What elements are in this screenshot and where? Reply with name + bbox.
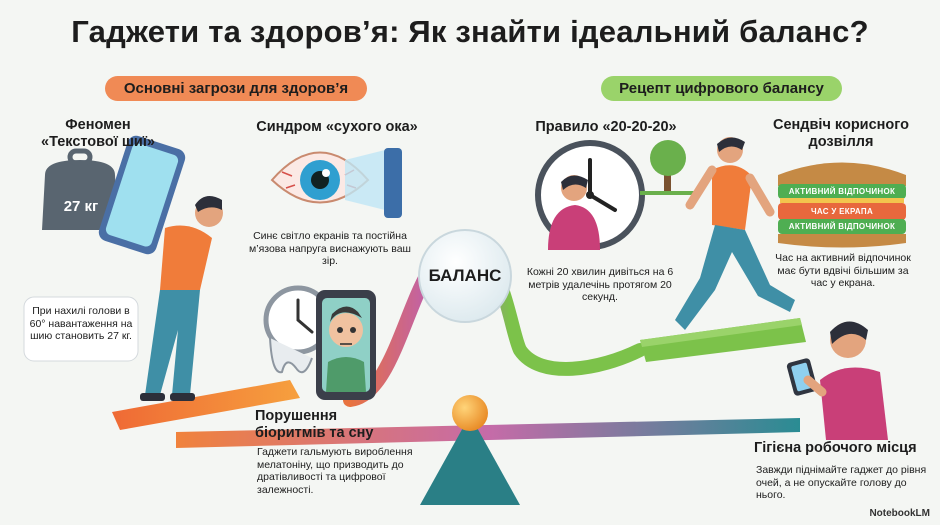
section-threats-label: Основні загрози для здоров’я (105, 76, 367, 101)
rule-20-heading: Правило «20-20-20» (535, 119, 677, 135)
workplace-caption: Завжди піднімайте гаджет до рівня очей, … (756, 464, 927, 501)
workplace-heading: Гігієна робочого місця (754, 440, 917, 456)
sandwich-layer-top: АКТИВНИЙ ВІДПОЧИНОК (788, 187, 896, 196)
phone-icon (98, 135, 186, 255)
section-recipe-label: Рецепт цифрового балансу (601, 76, 842, 101)
sandwich-icon (778, 162, 906, 248)
dry-eye-heading: Синдром «сухого ока» (256, 119, 418, 135)
eye-icon (270, 151, 370, 204)
brand-label: NotebookLM (869, 508, 930, 519)
weight-icon (42, 148, 118, 230)
sandwich-caption: Час на активний відпочинок має бути вдві… (775, 252, 911, 289)
fulcrum-triangle (420, 415, 520, 505)
page-title: Гаджети та здоров’я: Як знайти ідеальний… (71, 14, 869, 49)
slouched-person-figure (140, 196, 223, 401)
text-neck-caption: При нахилі голови в 60° навантаження на … (29, 305, 133, 342)
sandwich-layer-bottom: АКТИВНИЙ ВІДПОЧИНОК (788, 222, 896, 231)
running-person-figure (675, 137, 795, 330)
sandwich-heading: Сендвіч корисного дозвілля (773, 117, 909, 150)
blue-light-screen-icon (345, 148, 402, 218)
balance-label: БАЛАНС (428, 266, 502, 285)
sandwich-layer-middle: ЧАС У ЕКРАПА (810, 207, 874, 216)
tablet-person-figure (786, 321, 888, 440)
fulcrum-ball (452, 395, 488, 431)
tired-face-phone-icon (316, 290, 376, 400)
rule-20-caption: Кожні 20 хвилин дивіться на 6 метрів уда… (526, 266, 674, 303)
dry-eye-caption: Синє світло екранів та постійна м’язова … (249, 230, 411, 267)
seesaw-beam (176, 418, 800, 448)
balance-circle (418, 229, 512, 323)
melting-clock-icon (263, 285, 333, 374)
biorhythm-heading: Порушення біоритмів та сну (255, 408, 374, 441)
weight-label: 27 кг (63, 198, 99, 215)
biorhythm-caption: Гаджети гальмують вироблення мелатоніну,… (257, 446, 413, 496)
left-platform (112, 380, 300, 430)
text-neck-heading: Феномен «Текстової шиї» (41, 117, 155, 150)
text-neck-caption-box (23, 296, 139, 362)
watching-person-figure (548, 175, 600, 250)
tree-icon (640, 140, 700, 195)
